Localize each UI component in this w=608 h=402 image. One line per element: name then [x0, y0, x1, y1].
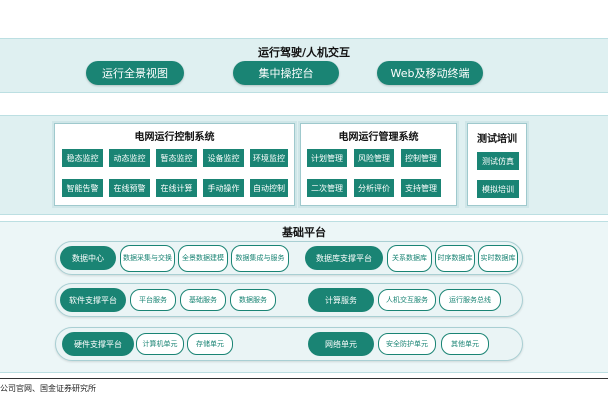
test-simulation-box: 测试仿真	[477, 152, 519, 170]
smart-alarm-box: 智能告警	[62, 179, 103, 197]
service-bus-item: 运行服务总线	[439, 289, 501, 311]
equipment-monitor-box: 设备监控	[203, 149, 244, 167]
training-title: 测试培训	[477, 134, 517, 145]
hardware-support-label: 硬件支撑平台	[62, 332, 134, 356]
platform-title: 基础平台	[282, 226, 326, 239]
data-center-label: 数据中心	[60, 246, 116, 270]
central-console-button[interactable]: 集中操控台	[233, 61, 339, 85]
simulation-training-box: 模拟培训	[477, 180, 519, 198]
control-system-title: 电网运行控制系统	[134, 132, 215, 143]
dynamic-monitor-box: 动态监控	[109, 149, 150, 167]
steady-state-monitor-box: 稳态监控	[62, 149, 103, 167]
management-system-title: 电网运行管理系统	[338, 132, 419, 143]
auto-control-box: 自动控制	[250, 179, 288, 197]
platform-row-data: 数据中心 数据采集与交换 全景数据建模 数据集成与服务 数据库支撑平台 关系数据…	[55, 241, 523, 275]
management-system-panel: 电网运行管理系统 计划管理 风险管理 控制管理 二次管理 分析评价 支持管理	[300, 123, 457, 206]
platform-service-item: 平台服务	[130, 289, 176, 311]
db-support-label: 数据库支撑平台	[305, 246, 383, 270]
source-note: 公司官网、国金证券研究所	[0, 384, 96, 393]
relational-db-item: 关系数据库	[387, 245, 432, 272]
web-mobile-button[interactable]: Web及移动终端	[377, 61, 483, 85]
online-compute-box: 在线计算	[156, 179, 197, 197]
security-unit-item: 安全防护单元	[378, 333, 436, 355]
platform-row-hardware: 硬件支撑平台 计算机单元 存储单元 网络单元 安全防护单元 其他单元	[55, 327, 523, 361]
online-warning-box: 在线预警	[109, 179, 150, 197]
top-layer-title: 运行驾驶/人机交互	[257, 46, 351, 59]
realtime-db-item: 实时数据库	[478, 245, 518, 272]
plan-management-box: 计划管理	[307, 149, 347, 167]
hmi-service-item: 人机交互服务	[378, 289, 436, 311]
environment-monitor-box: 环境监控	[250, 149, 288, 167]
manual-operation-box: 手动操作	[203, 179, 244, 197]
compute-service-label: 计算服务	[308, 288, 374, 312]
source-divider	[0, 378, 608, 379]
support-management-box: 支持管理	[401, 179, 441, 197]
analysis-evaluation-box: 分析评价	[354, 179, 394, 197]
compute-unit-item: 计算机单元	[136, 333, 184, 355]
data-service-item: 数据服务	[230, 289, 276, 311]
transient-monitor-box: 暂态监控	[156, 149, 197, 167]
panorama-view-button[interactable]: 运行全景视图	[86, 61, 184, 85]
storage-unit-item: 存储单元	[187, 333, 233, 355]
control-system-panel: 电网运行控制系统 稳态监控 动态监控 暂态监控 设备监控 环境监控 智能告警 在…	[54, 123, 295, 206]
basic-service-item: 基础服务	[180, 289, 226, 311]
data-acquisition-item: 数据采集与交换	[120, 245, 175, 272]
risk-management-box: 风险管理	[354, 149, 394, 167]
platform-row-software: 软件支撑平台 平台服务 基础服务 数据服务 计算服务 人机交互服务 运行服务总线	[55, 283, 523, 317]
software-support-label: 软件支撑平台	[60, 288, 126, 312]
other-unit-item: 其他单元	[441, 333, 489, 355]
secondary-management-box: 二次管理	[307, 179, 347, 197]
training-panel: 测试培训 测试仿真 模拟培训	[467, 123, 527, 206]
panorama-modeling-item: 全景数据建模	[178, 245, 228, 272]
network-unit-label: 网络单元	[308, 332, 374, 356]
control-management-box: 控制管理	[401, 149, 441, 167]
data-integration-item: 数据集成与服务	[231, 245, 289, 272]
timeseries-db-item: 时序数据库	[435, 245, 475, 272]
